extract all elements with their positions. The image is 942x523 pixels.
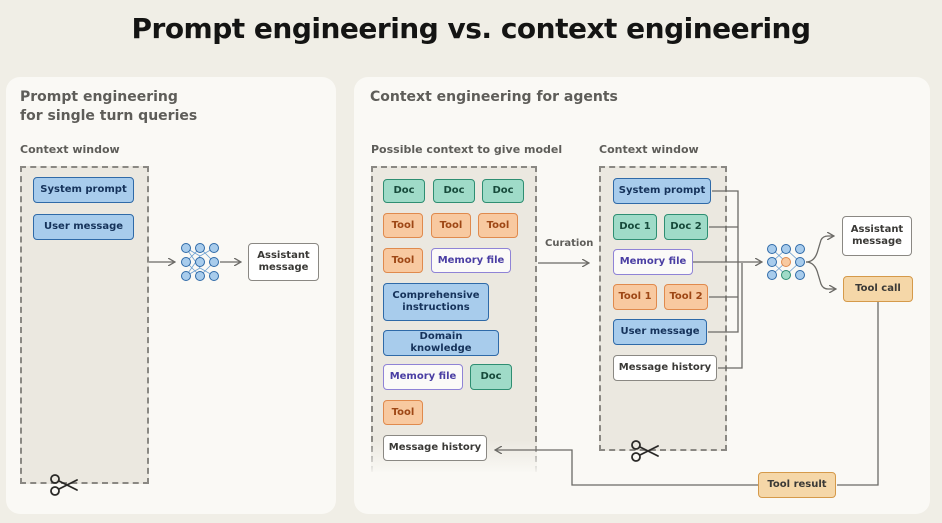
left-system-prompt: System prompt	[33, 177, 134, 203]
possible-tool-4: Tool	[383, 248, 423, 273]
left-assistant-message: Assistant message	[248, 243, 319, 281]
possible-doc-2: Doc	[433, 179, 475, 203]
left-context-window-label: Context window	[20, 143, 120, 156]
possible-domain-knowledge: Domain knowledge	[383, 330, 499, 356]
possible-doc-3: Doc	[482, 179, 524, 203]
scissors-icon-left	[50, 474, 78, 496]
window-message-history: Message history	[613, 355, 717, 381]
scissors-icon-right	[631, 440, 659, 462]
tool-call: Tool call	[843, 276, 913, 302]
prompt-engineering-title: Prompt engineering for single turn queri…	[20, 88, 320, 126]
page-title: Prompt engineering vs. context engineeri…	[131, 12, 811, 45]
prompt-engineering-title-line1: Prompt engineering	[20, 89, 178, 105]
possible-tool-3: Tool	[478, 213, 518, 238]
right-assistant-message: Assistant message	[842, 216, 912, 256]
right-context-window-label: Context window	[599, 143, 699, 156]
possible-tool-5: Tool	[383, 400, 423, 425]
possible-comprehensive-instructions: Comprehensive instructions	[383, 283, 489, 321]
tool-result: Tool result	[758, 472, 836, 498]
window-tool-2: Tool 2	[664, 284, 708, 310]
possible-doc-1: Doc	[383, 179, 425, 203]
context-engineering-title: Context engineering for agents	[370, 89, 618, 105]
window-memory-file: Memory file	[613, 249, 693, 275]
curation-label: Curation	[545, 238, 594, 249]
possible-memory-file-1: Memory file	[431, 248, 511, 273]
possible-message-history: Message history	[383, 435, 487, 461]
window-tool-1: Tool 1	[613, 284, 657, 310]
possible-context-label: Possible context to give model	[371, 143, 563, 156]
model-network-icon-left	[181, 243, 219, 281]
model-to-output-connectors	[495, 236, 879, 486]
window-to-model-connectors	[693, 190, 762, 369]
window-doc-2: Doc 2	[664, 214, 708, 240]
window-doc-1: Doc 1	[613, 214, 657, 240]
prompt-engineering-title-line2: for single turn queries	[20, 108, 198, 124]
window-user-message: User message	[613, 319, 707, 345]
possible-tool-1: Tool	[383, 213, 423, 238]
window-system-prompt: System prompt	[613, 178, 711, 204]
possible-memory-file-2: Memory file	[383, 364, 463, 390]
possible-tool-2: Tool	[431, 213, 471, 238]
possible-doc-4: Doc	[470, 364, 512, 390]
left-user-message: User message	[33, 214, 134, 240]
model-network-icon-right	[767, 244, 805, 280]
